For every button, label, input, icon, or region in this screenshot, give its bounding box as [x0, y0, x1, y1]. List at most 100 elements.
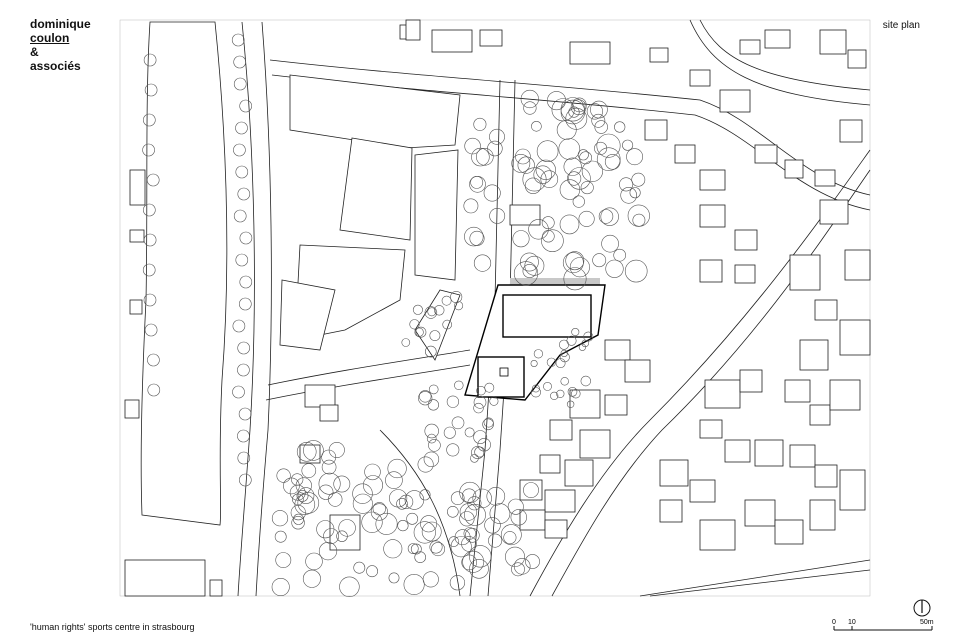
tree — [577, 149, 589, 161]
tree — [563, 267, 587, 291]
tree — [147, 383, 161, 397]
building — [789, 254, 821, 291]
tree — [419, 390, 432, 403]
tree — [403, 573, 425, 595]
tree — [418, 391, 433, 406]
tree — [592, 253, 607, 268]
tree — [361, 511, 383, 533]
tree — [484, 517, 501, 534]
tree — [546, 357, 557, 367]
tree — [275, 552, 292, 568]
building — [744, 499, 776, 527]
tree — [413, 521, 436, 544]
building — [624, 359, 651, 383]
tree — [570, 99, 587, 115]
tree — [333, 475, 351, 493]
tree — [290, 504, 306, 521]
road-cross-2 — [265, 364, 471, 401]
road-sw-path — [379, 429, 461, 597]
tree — [489, 396, 499, 406]
tree — [627, 204, 650, 227]
building — [519, 509, 546, 531]
building — [754, 439, 784, 467]
building — [799, 339, 829, 371]
firm-name-line4: associés — [30, 59, 81, 73]
tree — [336, 530, 348, 542]
building — [539, 454, 561, 474]
tree — [525, 554, 540, 569]
tree — [428, 438, 441, 452]
building — [719, 89, 751, 113]
tree — [143, 233, 157, 247]
tree — [503, 531, 517, 545]
tree — [321, 449, 337, 465]
tree — [237, 451, 251, 465]
tree — [451, 416, 465, 430]
tree — [463, 198, 479, 214]
tree — [473, 395, 487, 409]
tree — [598, 209, 614, 224]
tree — [328, 441, 345, 458]
tree — [449, 575, 466, 591]
tree — [596, 133, 621, 158]
building — [819, 29, 847, 55]
building — [405, 19, 421, 41]
tree — [430, 542, 445, 557]
building — [814, 169, 836, 187]
tree — [580, 375, 591, 387]
tree — [626, 148, 644, 166]
tree — [556, 389, 565, 399]
tree — [459, 511, 475, 527]
tree — [237, 363, 250, 377]
building — [509, 204, 541, 226]
tree — [423, 451, 440, 467]
tree — [471, 445, 485, 459]
tree — [305, 552, 323, 571]
tree — [477, 438, 491, 452]
tree — [558, 138, 581, 160]
tree — [533, 165, 552, 184]
building — [699, 169, 726, 191]
tree — [419, 489, 431, 501]
road-ne-1 — [699, 19, 871, 91]
tree — [271, 577, 290, 596]
tree — [289, 484, 306, 501]
building-industrial-1 — [289, 74, 461, 149]
tree — [469, 545, 492, 568]
building — [129, 299, 143, 315]
tree — [446, 505, 459, 518]
tree — [471, 147, 490, 167]
tree — [467, 496, 482, 511]
building-industrial-2 — [339, 137, 413, 241]
building — [839, 319, 871, 356]
tree — [414, 327, 424, 337]
building — [814, 464, 838, 488]
tree — [427, 399, 440, 411]
tree — [352, 493, 373, 514]
tree — [473, 117, 487, 131]
tree — [412, 304, 423, 315]
tree — [578, 343, 587, 351]
tree — [271, 510, 289, 527]
building — [699, 204, 726, 228]
tree — [143, 203, 156, 217]
tree — [366, 565, 378, 578]
building — [699, 519, 736, 551]
building — [754, 144, 778, 164]
tree — [558, 339, 569, 350]
sheet-title: site plan — [882, 20, 920, 31]
tree — [143, 113, 156, 127]
tree — [239, 473, 252, 487]
building — [809, 499, 836, 531]
tree — [462, 550, 485, 573]
tree — [511, 562, 525, 577]
tree — [580, 181, 594, 195]
tree — [600, 207, 619, 226]
tree — [421, 521, 442, 542]
tree — [517, 156, 535, 174]
tree — [462, 488, 477, 503]
building — [774, 519, 804, 545]
tree — [428, 384, 439, 395]
tree — [555, 358, 566, 368]
